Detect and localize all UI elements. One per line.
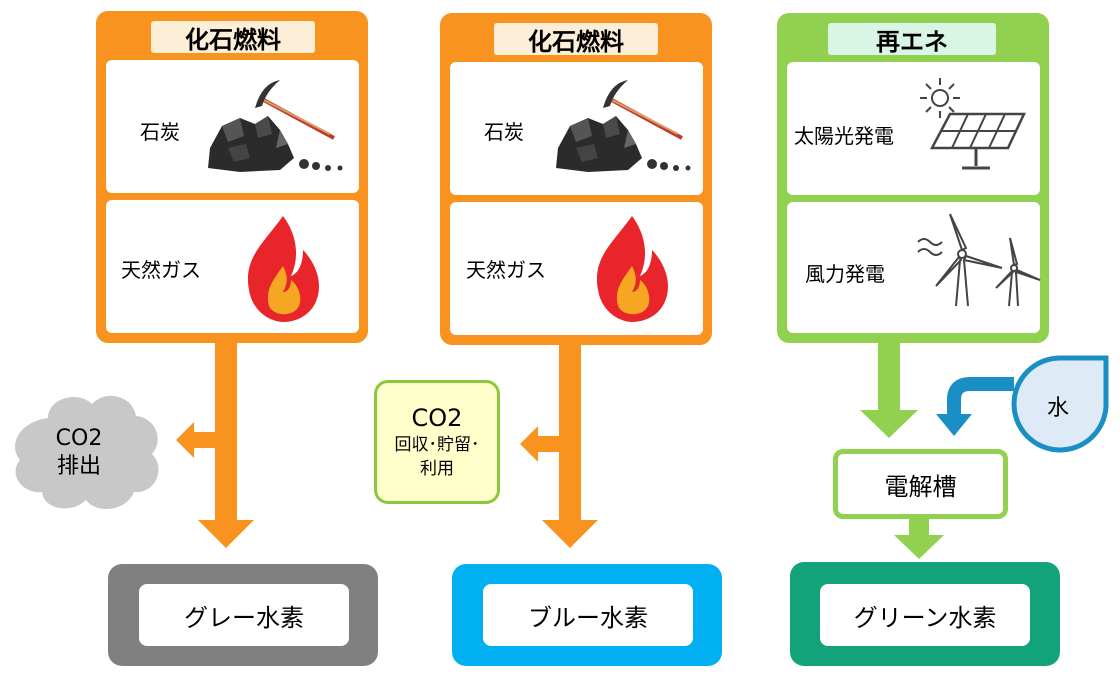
co2-capture-line3: 利用: [420, 459, 454, 479]
co2-capture-line2: 回収･貯留･: [394, 435, 480, 455]
co2-emission-line1: CO2: [55, 426, 103, 451]
coal-label-2: 石炭: [484, 120, 524, 144]
panel-header-3: 再エネ: [828, 23, 996, 56]
flame-icon: [596, 216, 668, 322]
water-flow-arrow: [936, 377, 1014, 436]
water-drop-icon: [1011, 355, 1109, 453]
flow-arrow-blue: [520, 342, 598, 548]
gas-label-1: 天然ガス: [121, 258, 201, 282]
panel-header-2: 化石燃料: [494, 23, 658, 56]
co2-capture-box: CO2 回収･貯留･ 利用: [374, 380, 500, 504]
coal-pickaxe-icon: [208, 80, 343, 172]
blue-hydrogen-label: ブルー水素: [483, 584, 693, 646]
co2-capture-line1: CO2: [411, 404, 463, 432]
flow-arrow-gray: [176, 340, 254, 548]
sun-icon: [920, 78, 960, 118]
wind-turbine-icon: [917, 213, 1041, 307]
co2-emission-line2: 排出: [56, 454, 101, 479]
flow-arrow-green: [894, 517, 944, 559]
solar-panel-icon: [929, 112, 1026, 170]
cloud-icon: [15, 395, 159, 510]
flow-arrow-renewable: [860, 340, 918, 438]
coal-pickaxe-icon: [556, 80, 691, 172]
panel-header-1: 化石燃料: [151, 21, 315, 54]
gas-card-1: [106, 200, 359, 333]
flame-icon: [247, 216, 319, 322]
coal-label-1: 石炭: [140, 120, 180, 144]
green-hydrogen-label: グリーン水素: [820, 584, 1030, 646]
solar-label: 太陽光発電: [794, 124, 894, 148]
gas-label-2: 天然ガス: [466, 258, 546, 282]
gray-hydrogen-label: グレー水素: [139, 584, 349, 646]
electrolyzer-box: 電解槽: [833, 449, 1008, 519]
water-label: 水: [1046, 396, 1069, 421]
co2-emission-label: CO2 排出: [38, 418, 120, 488]
wind-label: 風力発電: [805, 262, 885, 286]
